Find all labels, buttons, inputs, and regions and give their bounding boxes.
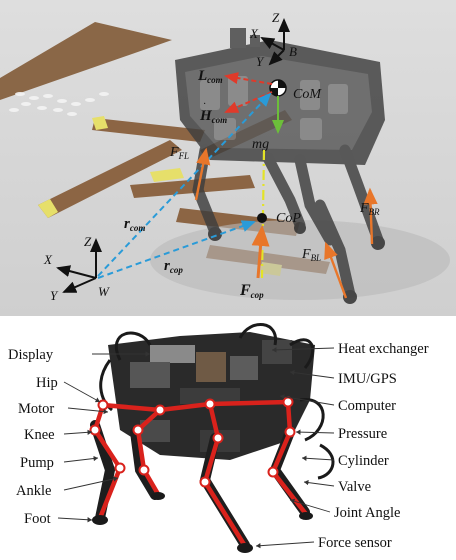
label-ankle: Ankle [16,483,51,499]
F-cop-arrow [251,225,270,279]
label-foot: Foot [24,511,51,527]
H-com-label: Hcom [199,108,227,125]
label-pump: Pump [20,455,54,471]
hardware-photo: Display Hip Motor Knee Pump Ankle Foot H… [0,316,456,560]
label-display: Display [8,347,54,363]
F-BL-arrow [324,241,348,299]
F-BR-arrow [363,187,378,245]
label-motor: Motor [18,401,54,417]
frame-B-axes [260,18,290,66]
F-cop-label: Fcop [239,282,264,300]
cop-label: CoP [276,211,301,226]
label-hip: Hip [36,375,58,391]
r-com-label: rcom [124,216,145,233]
F-FL-label: FFL [169,145,189,161]
frame-W-x-label: X [43,252,53,267]
label-cylinder: Cylinder [338,453,389,469]
frame-W-z-label: Z [84,234,92,249]
frame-B-name: B [289,44,297,59]
frame-B-z-label: Z [272,10,280,25]
label-force-sensor: Force sensor [318,535,392,551]
F-FL-arrow [194,147,211,201]
com-marker [269,79,287,97]
label-valve: Valve [338,479,371,495]
frame-W-axes [56,238,102,293]
r-com-vector [97,92,272,277]
kinematic-links [92,399,309,549]
pebble-patch [9,92,109,116]
robot-hardware-body [108,332,315,460]
r-cop-vector [97,220,256,279]
frame-B-x-label: X [249,26,259,41]
label-joint-angle: Joint Angle [334,505,400,521]
label-heat-exchanger: Heat exchanger [338,341,429,357]
mg-label: mg [252,137,269,152]
r-cop-label: rcop [164,258,183,275]
kinematic-joints [89,396,296,488]
F-BL-label: FBL [301,247,321,263]
simulation-scene: Z X Y B CoM Lcom Hcom · mg CoP Z [0,0,456,316]
label-pressure: Pressure [338,426,387,442]
com-label: CoM [293,87,322,102]
H-dot: · [203,99,206,110]
ramp-block [0,22,172,100]
label-knee: Knee [24,427,55,443]
frame-W-y-label: Y [50,288,59,303]
frame-W-name: W [98,284,110,299]
label-computer: Computer [338,398,396,414]
F-BR-label: FBR [359,201,380,217]
frame-B-y-label: Y [256,54,265,69]
cop-marker [257,213,267,223]
leader-lines [57,347,335,549]
label-imu-gps: IMU/GPS [338,371,397,387]
L-com-label: Lcom [197,68,223,85]
